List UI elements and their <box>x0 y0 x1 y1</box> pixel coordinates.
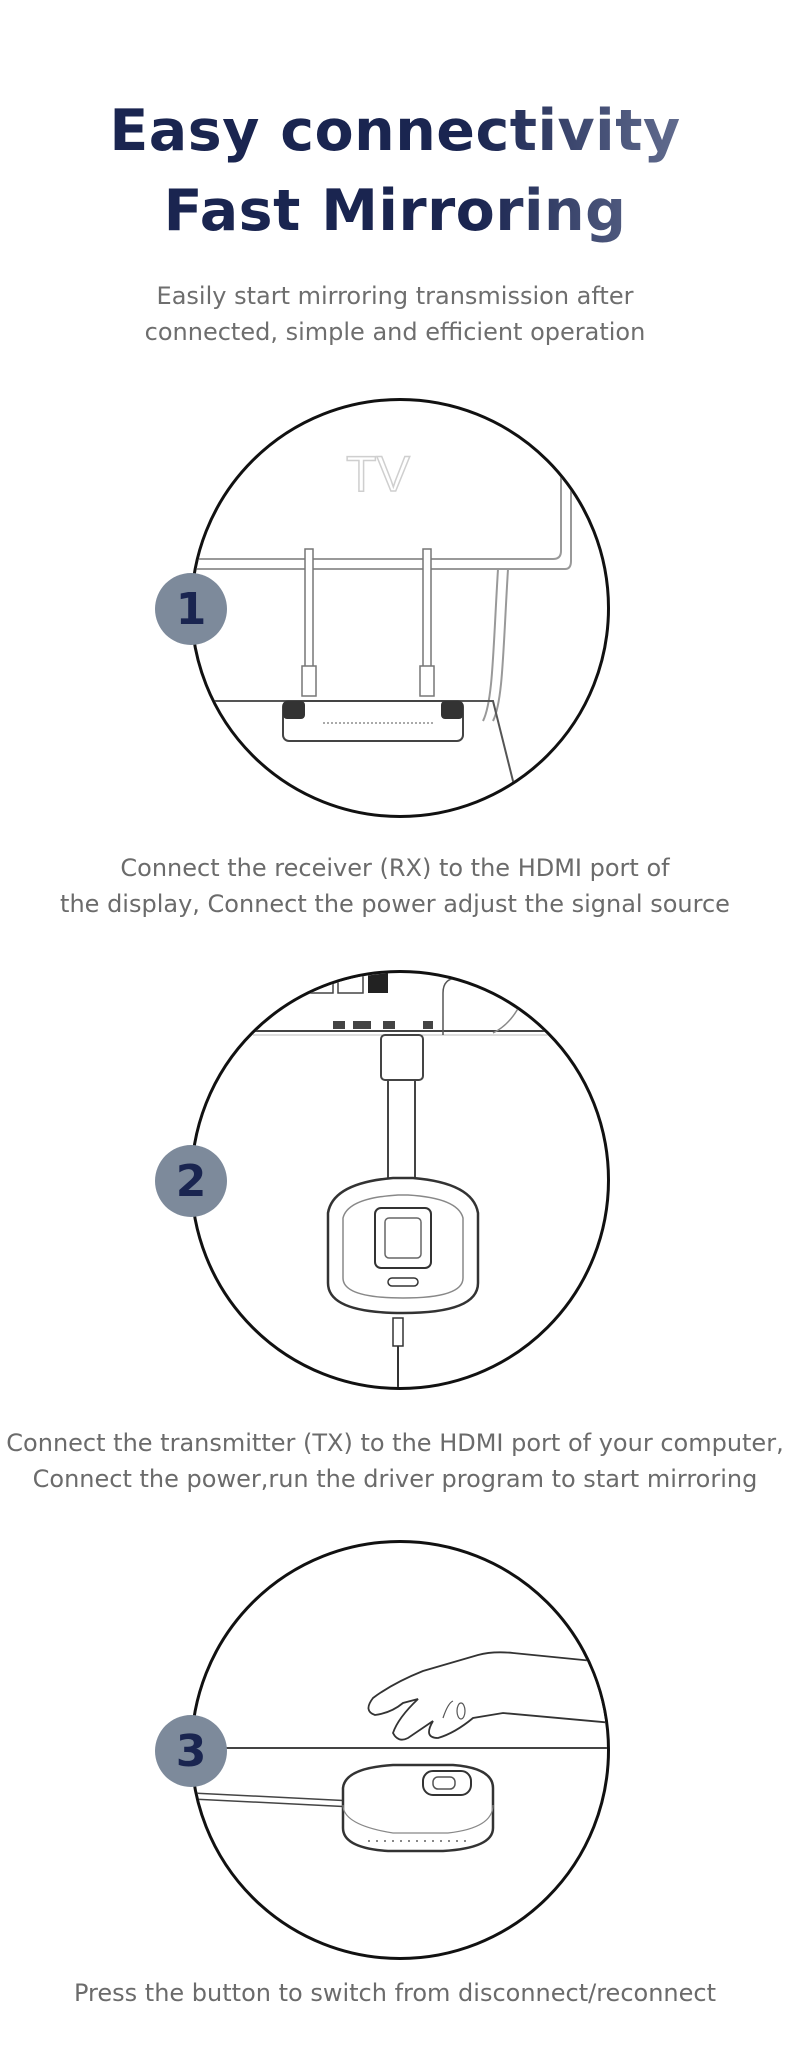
step-2-circle <box>190 970 610 1390</box>
step-1-text-line-2: the display, Connect the power adjust th… <box>60 890 730 918</box>
step-2-text-line-1: Connect the transmitter (TX) to the HDMI… <box>6 1429 784 1457</box>
hand-pressing-button-icon <box>193 1651 607 1853</box>
step-2-illustration: 2 <box>155 970 610 1390</box>
title-line-2: Fast Mirroring <box>0 172 790 250</box>
tv-receiver-icon: TV <box>193 441 572 815</box>
hdmi-transmitter-icon <box>253 973 583 1387</box>
step-3-text-line-1: Press the button to switch from disconne… <box>74 1979 716 2007</box>
step-1-badge: 1 <box>155 573 227 645</box>
step-3-circle <box>190 1540 610 1960</box>
step-3-badge: 3 <box>155 1715 227 1787</box>
step-2-badge: 2 <box>155 1145 227 1217</box>
step-1-illustration: TV 1 <box>155 398 610 818</box>
step-1-text-line-1: Connect the receiver (RX) to the HDMI po… <box>120 854 670 882</box>
step-1-circle: TV <box>190 398 610 818</box>
subtitle-line-2: connected, simple and efficient operatio… <box>144 318 646 346</box>
step-3-illustration: 3 <box>155 1540 610 1960</box>
tv-label: TV <box>346 446 411 502</box>
subtitle-line-1: Easily start mirroring transmission afte… <box>156 282 634 310</box>
step-2-text-line-2: Connect the power,run the driver program… <box>32 1465 758 1493</box>
title-line-1: Easy connectivity <box>0 92 790 170</box>
